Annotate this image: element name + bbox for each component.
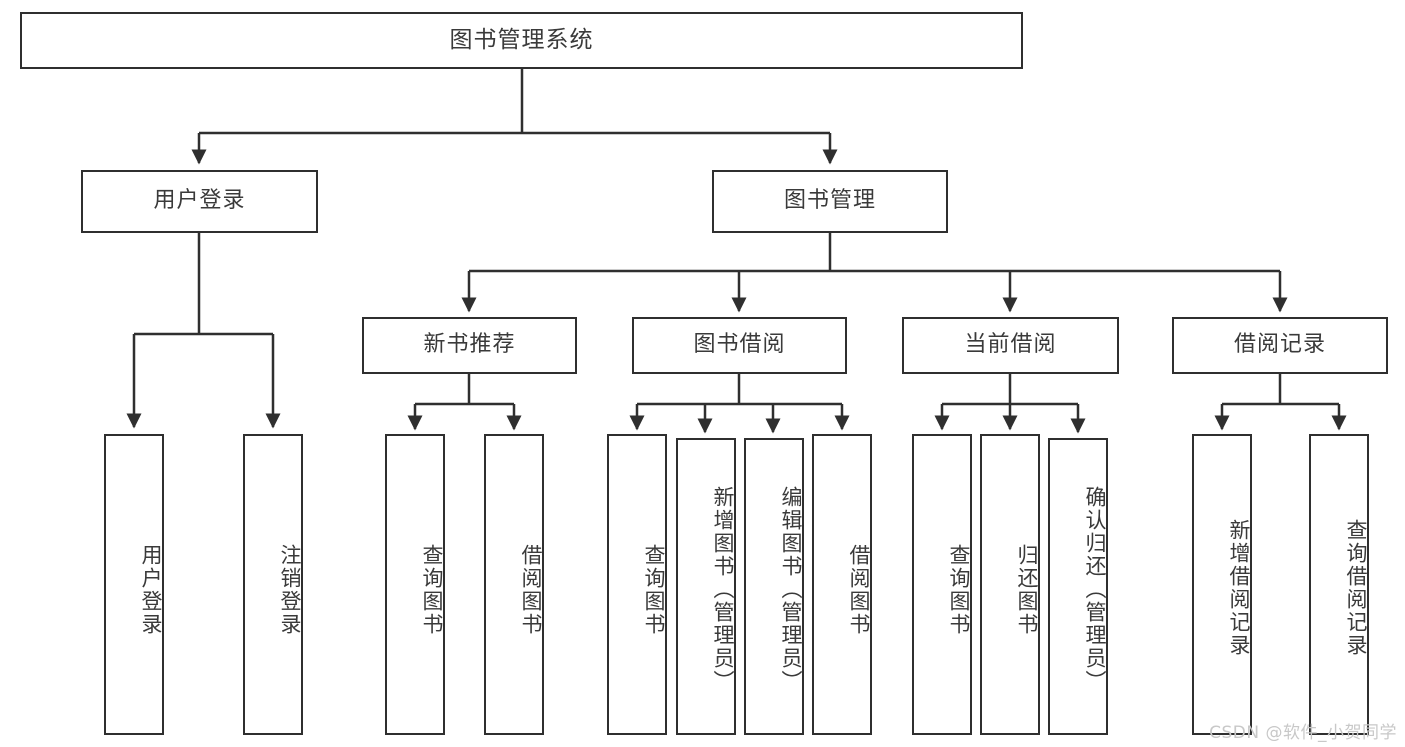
node-new-book-recommend[interactable]: 新书推荐 <box>362 317 577 374</box>
leaf-logout[interactable]: 注销登录 <box>243 434 303 735</box>
node-label: 借阅记录 <box>1233 332 1326 358</box>
node-label: 新增图书（管理员） <box>711 486 735 693</box>
leaf-query-borrow-record[interactable]: 查询借阅记录 <box>1309 434 1369 735</box>
node-label: 注销登录 <box>278 543 302 636</box>
node-label: 图书管理系统 <box>449 26 594 53</box>
leaf-return-book[interactable]: 归还图书 <box>980 434 1040 735</box>
node-label: 查询图书 <box>947 543 971 636</box>
node-label: 查询图书 <box>642 543 666 636</box>
node-book-management[interactable]: 图书管理 <box>712 170 948 233</box>
leaf-user-login[interactable]: 用户登录 <box>104 434 164 735</box>
node-label: 图书管理 <box>783 188 876 214</box>
node-label: 用户登录 <box>153 188 246 214</box>
node-borrow-record[interactable]: 借阅记录 <box>1172 317 1388 374</box>
node-user-login[interactable]: 用户登录 <box>81 170 318 233</box>
leaf-borrow-book-newbook[interactable]: 借阅图书 <box>484 434 544 735</box>
node-label: 编辑图书（管理员） <box>779 486 803 693</box>
node-label: 确认归还（管理员） <box>1083 486 1107 693</box>
leaf-query-book-current[interactable]: 查询图书 <box>912 434 972 735</box>
node-book-borrow[interactable]: 图书借阅 <box>632 317 847 374</box>
leaf-edit-book-admin[interactable]: 编辑图书（管理员） <box>744 438 804 735</box>
leaf-add-book-admin[interactable]: 新增图书（管理员） <box>676 438 736 735</box>
node-label: 查询借阅记录 <box>1344 518 1368 657</box>
leaf-add-borrow-record[interactable]: 新增借阅记录 <box>1192 434 1252 735</box>
node-label: 新增借阅记录 <box>1227 518 1251 657</box>
node-label: 查询图书 <box>420 543 444 636</box>
leaf-query-book-borrow[interactable]: 查询图书 <box>607 434 667 735</box>
node-label: 借阅图书 <box>519 543 543 636</box>
node-root-book-management-system[interactable]: 图书管理系统 <box>20 12 1023 69</box>
csdn-watermark: CSDN @软件_小贺同学 <box>1209 723 1397 743</box>
node-label: 归还图书 <box>1015 543 1039 636</box>
node-label: 新书推荐 <box>423 332 516 358</box>
node-label: 图书借阅 <box>693 332 786 358</box>
node-label: 当前借阅 <box>964 332 1057 358</box>
node-label: 借阅图书 <box>847 543 871 636</box>
leaf-confirm-return-admin[interactable]: 确认归还（管理员） <box>1048 438 1108 735</box>
node-current-borrow[interactable]: 当前借阅 <box>902 317 1119 374</box>
leaf-query-book-newbook[interactable]: 查询图书 <box>385 434 445 735</box>
node-label: 用户登录 <box>139 543 163 636</box>
leaf-borrow-book[interactable]: 借阅图书 <box>812 434 872 735</box>
